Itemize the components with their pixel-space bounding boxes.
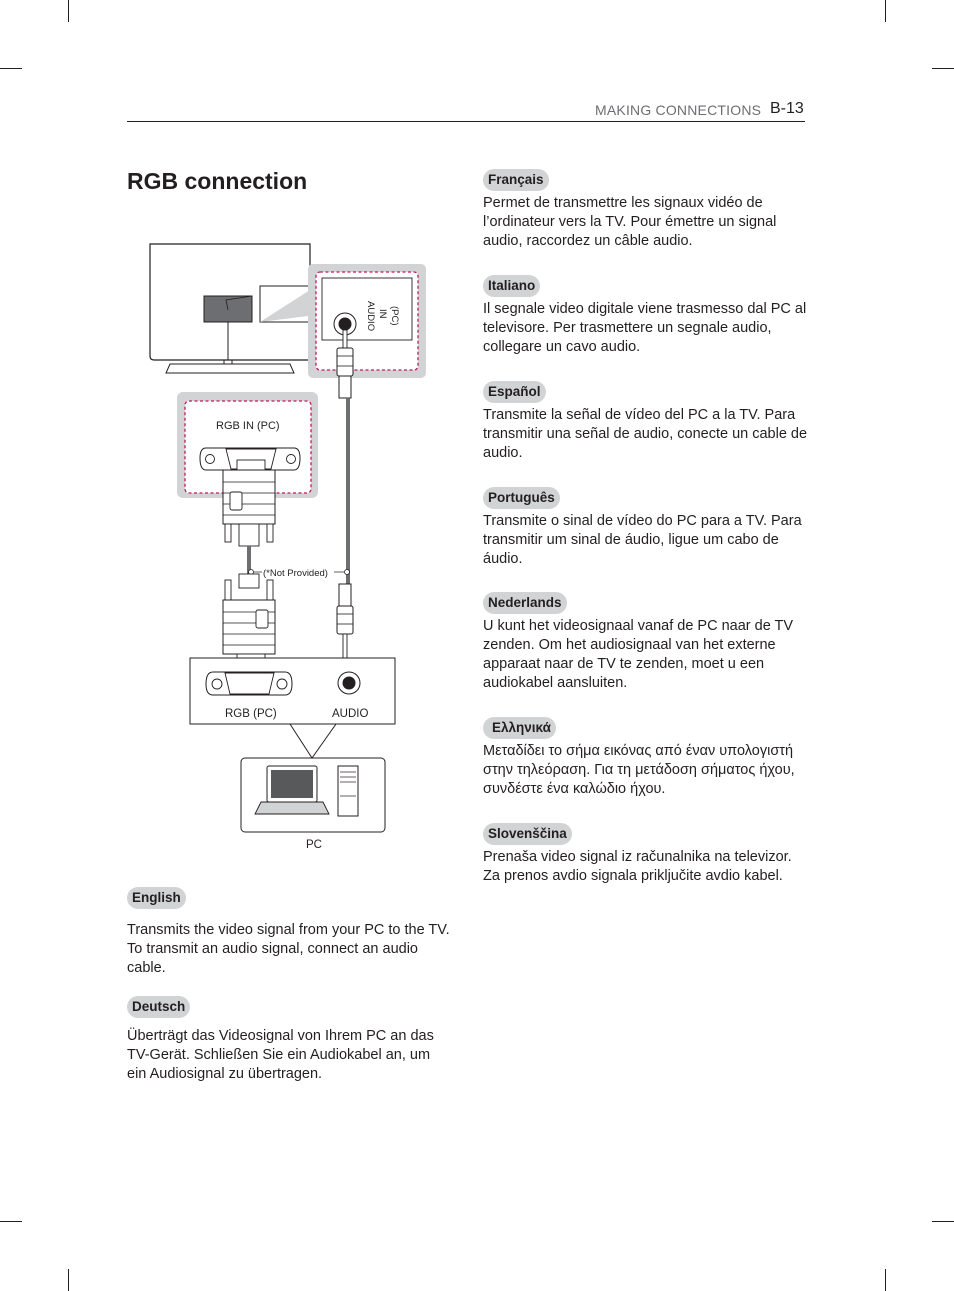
lang-text: Permet de transmettre les signaux vidéo … — [483, 195, 777, 249]
lang-text: Transmite la señal de vídeo del PC a la … — [483, 407, 808, 461]
rgb-in-panel: RGB IN (PC) — [177, 392, 318, 498]
lang-section-portugues: Português Transmite o sinal de vídeo do … — [483, 487, 808, 569]
tv-icon — [149, 243, 311, 374]
crop-mark — [68, 1269, 69, 1291]
lang-section-espanol: Español Transmite la señal de vídeo del … — [483, 381, 808, 463]
lang-section-ellinika: Ελληνικά Μεταδίδει το σήμα εικόνας από έ… — [483, 717, 808, 799]
lang-section-deutsch: Deutsch Überträgt das Videosignal von Ih… — [127, 996, 452, 1084]
lang-badge: Deutsch — [127, 996, 191, 1018]
lang-badge: Español — [483, 381, 546, 403]
pc-label: PC — [306, 839, 322, 851]
running-header: MAKING CONNECTIONS — [595, 102, 762, 118]
rgb-pc-label: RGB (PC) — [225, 708, 277, 720]
lang-section-english: English Transmits the video signal from … — [127, 887, 452, 978]
vga-plug-icon — [222, 459, 276, 547]
audio-plug-icon — [336, 329, 354, 399]
audio-cable — [346, 398, 350, 584]
vga-cable — [247, 546, 251, 574]
audio-in-label: AUDIO — [365, 301, 376, 331]
crop-mark — [68, 0, 69, 22]
lang-text: Überträgt das Videosignal von Ihrem PC a… — [127, 1028, 434, 1082]
audio-plug-icon — [336, 583, 354, 659]
crop-mark — [0, 68, 22, 69]
audio-in-label: IN — [377, 309, 388, 319]
connection-diagram: AUDIO IN (PC) RGB IN (PC) — [149, 243, 426, 851]
crop-mark — [932, 68, 954, 69]
lang-badge: Slovenščina — [483, 823, 572, 845]
crop-mark — [885, 1269, 886, 1291]
lang-text: Il segnale video digitale viene trasmess… — [483, 301, 807, 355]
lang-badge: Français — [483, 169, 549, 191]
not-provided-callout: (*Not Provided) — [248, 568, 350, 579]
rgb-in-label: RGB IN (PC) — [216, 420, 280, 432]
not-provided-label: (*Not Provided) — [263, 568, 328, 579]
lang-text: Transmits the video signal from your PC … — [127, 922, 450, 976]
lang-badge: English — [127, 887, 186, 909]
audio-in-label: (PC) — [389, 306, 400, 326]
lang-text: Μεταδίδει το σήμα εικόνας από έναν υπολο… — [483, 743, 795, 797]
crop-mark — [932, 1221, 954, 1222]
lang-text: Prenaša video signal iz računalnika na t… — [483, 849, 792, 884]
header-divider — [127, 121, 805, 122]
page-number: B-13 — [770, 100, 804, 117]
lang-section-slovenscina: Slovenščina Prenaša video signal iz raču… — [483, 823, 808, 886]
lang-section-francais: Français Permet de transmettre les signa… — [483, 169, 808, 251]
crop-mark — [885, 0, 886, 22]
lang-text: Transmite o sinal de vídeo do PC para a … — [483, 513, 802, 567]
page-title: RGB connection — [127, 168, 308, 194]
pc-icon: PC — [240, 757, 386, 851]
vga-plug-icon — [222, 573, 276, 665]
lang-badge: Ελληνικά — [483, 717, 556, 739]
crop-mark — [0, 1221, 22, 1222]
lang-badge: Português — [483, 487, 560, 509]
lang-text: U kunt het videosignaal vanaf de PC naar… — [483, 618, 794, 691]
pc-port-panel: RGB (PC) AUDIO — [189, 657, 396, 759]
lang-badge: Nederlands — [483, 592, 567, 614]
lang-badge: Italiano — [483, 275, 541, 297]
lang-section-italiano: Italiano Il segnale video digitale viene… — [483, 275, 808, 357]
audio-in-panel: AUDIO IN (PC) — [308, 264, 426, 378]
lang-section-nederlands: Nederlands U kunt het videosignaal vanaf… — [483, 592, 808, 693]
audio-port-label: AUDIO — [332, 708, 368, 720]
